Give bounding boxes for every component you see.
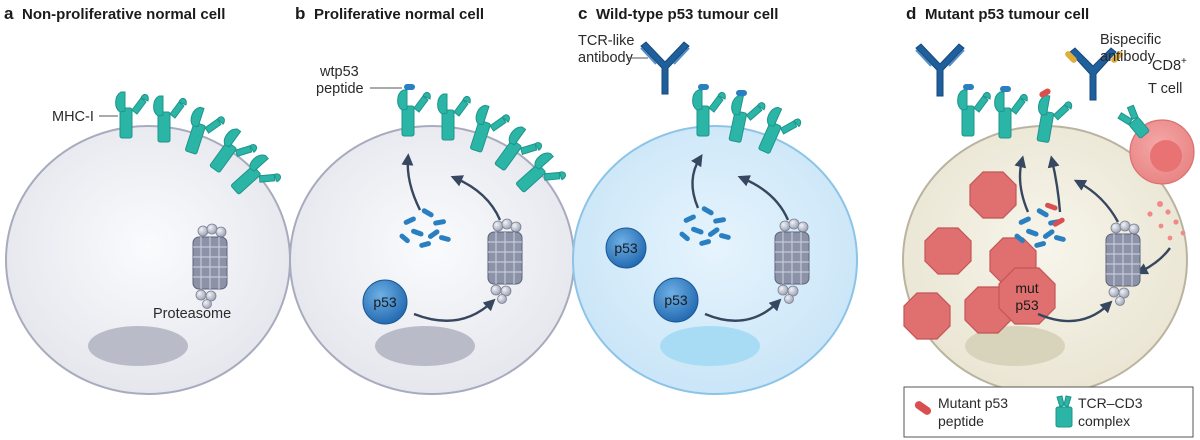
t-cell-icon: [1117, 104, 1195, 185]
wtp53-peptide-bound: [963, 84, 974, 90]
bispecific-label-line2: antibody: [1100, 49, 1156, 65]
legend-mutant-line2: peptide: [938, 413, 984, 429]
arrow-icon: [691, 153, 703, 209]
mut-p53-label-line1: mut: [1015, 280, 1038, 296]
wtp53-peptide-bound: [698, 84, 709, 90]
wtp53-peptide-bound: [404, 84, 415, 90]
granules: [1147, 201, 1186, 241]
wtp53-peptide-bound: [1000, 86, 1011, 92]
legend-box: [903, 386, 1194, 438]
p53-label: p53: [373, 294, 397, 310]
cell-membrane-c: [572, 125, 858, 395]
bispecific-label-line1: Bispecific: [1100, 32, 1161, 48]
mutant-peptide-fragment: [1045, 202, 1058, 211]
arrow-icon: [401, 153, 422, 211]
t-cell-label: T cell: [1148, 81, 1182, 97]
panel-letter-c: c: [578, 4, 587, 23]
nucleus-c: [660, 326, 760, 366]
proteasome-label: Proteasome: [153, 306, 231, 322]
arrow-icon: [1073, 179, 1120, 223]
p53-label: p53: [664, 292, 688, 308]
panel-c: c Wild-type p53 tumour cell TCR-like ant…: [572, 4, 858, 395]
cd8-label: CD8+: [1152, 56, 1187, 74]
arrow-icon: [737, 175, 790, 221]
panel-title-d: Mutant p53 tumour cell: [925, 6, 1089, 23]
nucleus-b: [375, 326, 475, 366]
panel-a: a Non-proliferative normal cell MHC-I Pr…: [4, 4, 291, 395]
arrow-icon: [704, 298, 782, 322]
mut-p53-label-line2: p53: [1015, 297, 1039, 313]
p53-label: p53: [614, 240, 638, 256]
p53-protein: [362, 279, 408, 325]
panel-d: d Mutant p53 tumour cell mut p53 Bispeci…: [902, 4, 1195, 395]
legend-tcr-line1: TCR–CD3: [1078, 395, 1143, 411]
arrow-icon: [1135, 247, 1171, 275]
mutant-peptide-bound: [1039, 88, 1051, 98]
legend-mutant-line1: Mutant p53: [938, 395, 1008, 411]
antibody-icon: [915, 43, 965, 97]
wtp53-label-line2: peptide: [316, 81, 364, 97]
arrow-icon: [450, 175, 502, 221]
antibody-icon: [640, 41, 690, 95]
panel-b: b Proliferative normal cell wtp53 peptid…: [289, 4, 575, 395]
nucleus-a: [88, 326, 188, 366]
arrow-icon: [1037, 300, 1113, 323]
arrow-icon: [413, 298, 496, 322]
panel-letter-b: b: [295, 4, 305, 23]
mutant-peptide-fragment: [1052, 217, 1065, 227]
panel-title-a: Non-proliferative normal cell: [22, 6, 225, 23]
p53-protein: [653, 277, 699, 323]
mutant-p53-aggregates: [903, 171, 1056, 340]
wtp53-label-line1: wtp53: [319, 64, 359, 80]
legend-tcr-line2: complex: [1078, 413, 1130, 429]
mhc-i-label: MHC-I: [52, 109, 94, 125]
mutant-peptide-legend-icon: [914, 401, 932, 415]
wtp53-peptide-bound: [736, 90, 747, 96]
panel-title-c: Wild-type p53 tumour cell: [596, 6, 778, 23]
tcr-label-line2: antibody: [578, 50, 634, 66]
panel-letter-a: a: [4, 4, 14, 23]
panel-letter-d: d: [906, 4, 916, 23]
tcr-label-line1: TCR-like: [578, 33, 634, 49]
mhc-i-icon: [957, 89, 991, 137]
panel-title-b: Proliferative normal cell: [314, 6, 484, 23]
arrow-icon: [1047, 155, 1062, 213]
nucleus-d: [965, 326, 1065, 366]
tcr-cd3-legend-icon: [1055, 395, 1073, 428]
bispecific-antibody-icon: [1065, 47, 1123, 101]
p53-protein: [605, 227, 647, 269]
legend: Mutant p53 peptide TCR–CD3 complex: [903, 386, 1194, 438]
arrow-icon: [1014, 155, 1030, 213]
